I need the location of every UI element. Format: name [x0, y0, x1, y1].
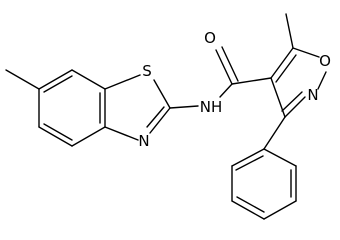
bond-thiazole-nc [104, 126, 139, 141]
atom-label-n-thiazole: N [138, 132, 149, 150]
bond-carbonyl-o [215, 49, 233, 85]
atom-label-nh-amide: NH [200, 98, 223, 116]
bond-benzo-1 [38, 69, 73, 90]
bond-isox-c4-c5 [270, 47, 294, 79]
bond-phenyl-1-inner [235, 155, 264, 171]
atom-label-o-carbonyl: O [204, 29, 216, 47]
bond-thiazole-cn [149, 107, 171, 134]
bond-carbonyl-o-inner [221, 46, 239, 82]
bond-benzo-5 [38, 126, 73, 147]
bond-benzo-4 [71, 126, 106, 147]
bond-isox-c5-o [292, 47, 320, 58]
atom-label-n-isoxazole: N [307, 86, 318, 104]
chemical-structure-diagram: O S NH N O N [5, 13, 331, 220]
bond-nh-carbonyl [219, 83, 233, 98]
bond-phenyl-3 [231, 200, 265, 220]
bond-c3-phenyl [263, 116, 286, 150]
bond-isox-c3-c4 [270, 77, 286, 118]
atom-label-o-isoxazole: O [319, 52, 331, 70]
bond-methyl-benzo [5, 69, 40, 90]
bond-isox-c5-methyl [285, 13, 294, 49]
bond-phenyl-3-inner [236, 196, 265, 213]
bond-phenyl-1 [231, 148, 265, 167]
bond-thiazole-s2 [153, 79, 171, 109]
bond-thiazole-cn-inner [146, 106, 165, 128]
bond-benzo-2 [71, 69, 106, 90]
bond-phenyl-6 [263, 148, 297, 167]
bond-isox-n-c3 [284, 96, 306, 118]
bond-carbonyl-c4 [231, 77, 272, 85]
bond-isox-c4-c5-inner [275, 54, 297, 83]
atom-label-s-thiazole: S [142, 62, 152, 80]
bond-phenyl-4 [263, 200, 297, 220]
bond-isox-o-n [317, 71, 327, 90]
bond-isox-n-c3-inner [281, 91, 303, 112]
bond-c2-nh [169, 105, 199, 109]
bond-benzo-5-inner [43, 123, 73, 141]
bond-benzo-1-inner [43, 75, 73, 93]
bond-thiazole-s1 [104, 74, 141, 90]
